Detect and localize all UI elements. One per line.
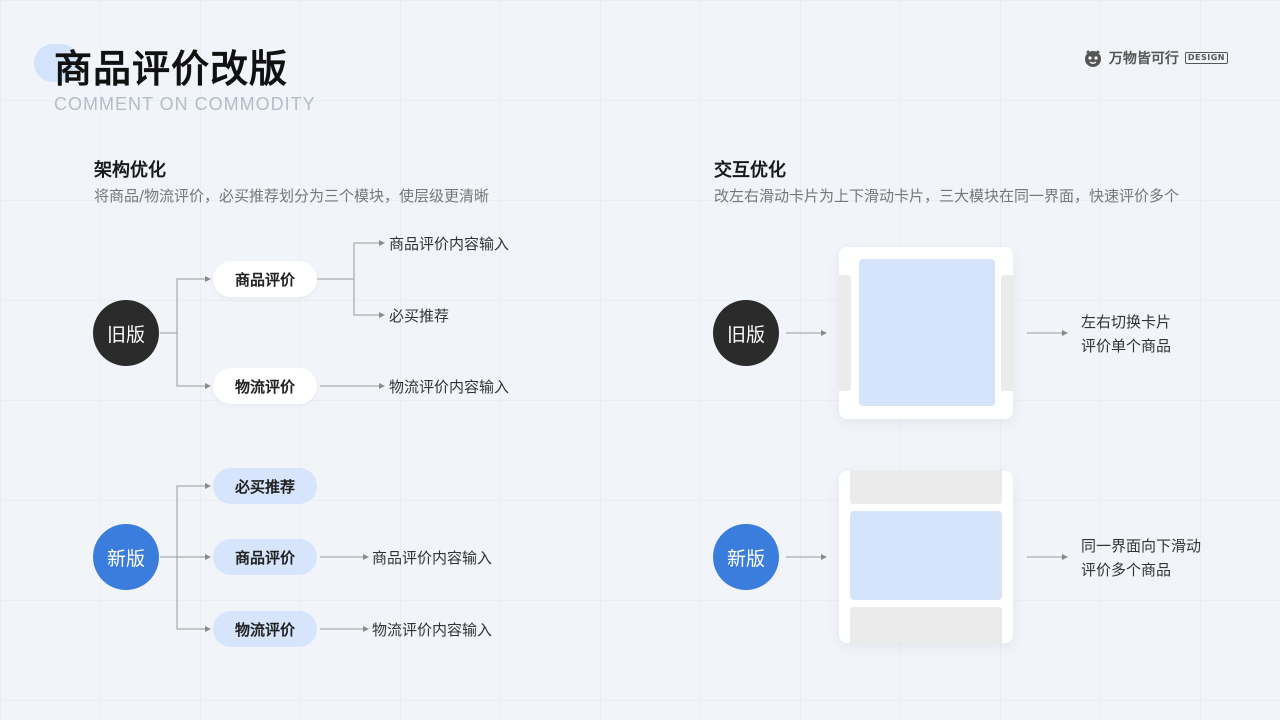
new-node-must-buy: 必买推荐 [213, 468, 317, 504]
old-version-badge: 旧版 [93, 300, 159, 366]
old-card-mockup [839, 247, 1013, 419]
old-node-logistics-review: 物流评价 [213, 368, 317, 404]
left-peek-card [839, 275, 851, 391]
old-leaf-logistics-input: 物流评价内容输入 [389, 378, 510, 396]
interaction-new-desc: 同一界面向下滑动 评价多个商品 [1081, 534, 1201, 582]
brand-name: 万物皆可行 [1108, 51, 1179, 67]
right-peek-card [1001, 275, 1013, 391]
interaction-old-badge: 旧版 [713, 300, 779, 366]
interaction-new-line-1: 同一界面向下滑动 [1081, 537, 1202, 555]
interaction-old-line-2: 评价单个商品 [1081, 337, 1172, 355]
new-node-logistics-review: 物流评价 [213, 611, 317, 647]
new-version-badge: 新版 [93, 524, 159, 590]
page-subtitle: COMMENT ON COMMODITY [54, 94, 316, 114]
new-node-product-review: 商品评价 [213, 539, 317, 575]
top-module-card [850, 471, 1002, 504]
mascot-icon [1084, 50, 1101, 67]
brand-logo: 万物皆可行 DESIGN [1083, 48, 1228, 68]
middle-module-card [850, 511, 1002, 600]
page-title: 商品评价改版 [54, 47, 289, 91]
new-leaf-logistics-input: 物流评价内容输入 [372, 621, 493, 639]
old-node-product-review: 商品评价 [213, 261, 317, 297]
interaction-new-line-2: 评价多个商品 [1081, 561, 1172, 579]
title-decoration [34, 44, 80, 82]
new-leaf-product-input: 商品评价内容输入 [372, 549, 493, 567]
interaction-old-desc: 左右切换卡片 评价单个商品 [1081, 310, 1171, 358]
interaction-new-badge: 新版 [713, 524, 779, 590]
structure-title: 架构优化 [94, 160, 166, 181]
old-leaf-product-input: 商品评价内容输入 [389, 235, 510, 253]
interaction-desc: 改左右滑动卡片为上下滑动卡片，三大模块在同一界面，快速评价多个 [714, 187, 1180, 205]
structure-desc: 将商品/物流评价，必买推荐划分为三个模块，使层级更清晰 [94, 187, 490, 205]
interaction-title: 交互优化 [714, 160, 786, 181]
new-card-mockup [839, 471, 1013, 643]
interaction-old-line-1: 左右切换卡片 [1081, 313, 1172, 331]
old-leaf-must-buy: 必买推荐 [389, 307, 450, 325]
brand-badge: DESIGN [1184, 52, 1228, 64]
bottom-module-card [850, 607, 1002, 643]
current-card [859, 259, 995, 406]
